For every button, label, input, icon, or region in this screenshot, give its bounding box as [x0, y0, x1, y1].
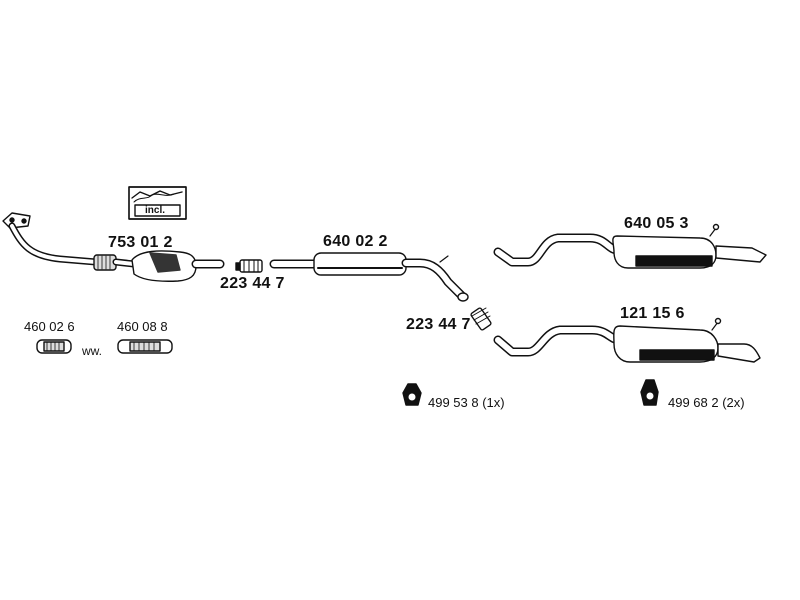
rubber-mount-a-icon: [402, 383, 422, 406]
flex-pipe-b-icon: [117, 339, 173, 354]
fitting-kit-label: incl.: [145, 205, 166, 216]
flex-pipe-a-icon: [36, 339, 72, 354]
rear-clamp-label: 223 44 7: [406, 316, 471, 333]
middle-silencer: [269, 252, 469, 302]
rubber-mount-b-icon: [640, 379, 659, 406]
flex-pipe-b-label: 460 08 8: [117, 319, 168, 334]
rear-silencer-a-label: 640 05 3: [624, 215, 689, 232]
rear-clamp-icon: [470, 307, 492, 331]
middle-silencer-label: 640 02 2: [323, 233, 388, 250]
rear-silencer-b-label: 121 15 6: [620, 305, 685, 322]
rear-silencer-b: [493, 317, 761, 363]
front-pipe-catalyst-label: 753 01 2: [108, 234, 173, 251]
flex-pipe-a-label: 460 02 6: [24, 319, 75, 334]
front-clamp-icon: [235, 259, 263, 273]
front-clamp-label: 223 44 7: [220, 275, 285, 292]
alternative-marker: ww.: [82, 344, 103, 358]
rubber-mount-b-label: 499 68 2 (2x): [668, 395, 745, 410]
rubber-mount-a-label: 499 53 8 (1x): [428, 395, 505, 410]
front-pipe-catalyst: [2, 212, 225, 282]
rear-silencer-a: [493, 223, 767, 269]
fitting-kit-box-icon: [128, 186, 187, 220]
